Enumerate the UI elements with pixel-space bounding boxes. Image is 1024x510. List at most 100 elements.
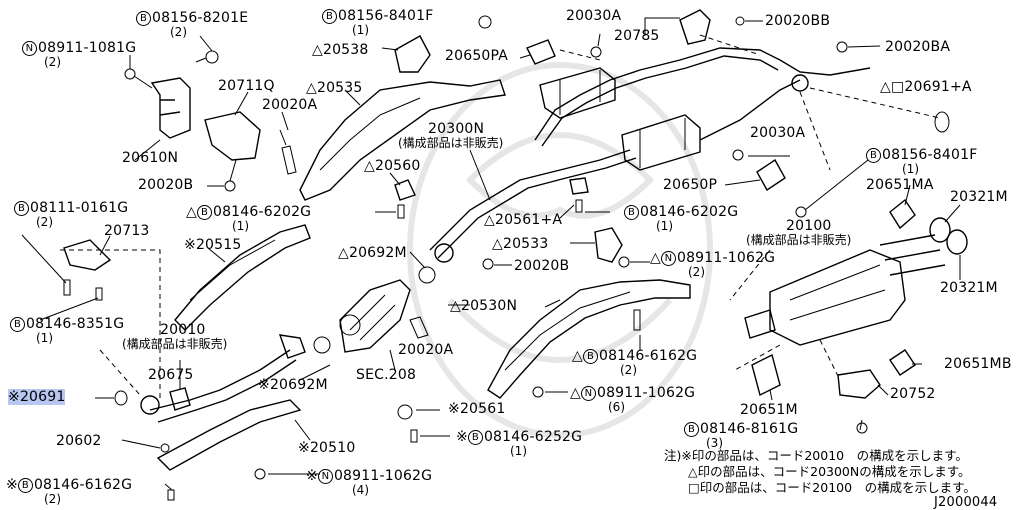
label-08146-6162g-mid-qty: (2) xyxy=(620,363,637,377)
diagram-code: J2000044 xyxy=(934,495,998,510)
label-08111-0161g-qty: (2) xyxy=(36,215,53,229)
label-20560: △20560 xyxy=(364,158,421,174)
heat-shield-20530n xyxy=(487,279,691,399)
label-20321m-top: 20321M xyxy=(950,189,1008,205)
label-20651ma: 20651MA xyxy=(866,177,934,193)
label-20535: △20535 xyxy=(306,80,363,96)
label-08156-8401f-top-qty: (1) xyxy=(352,23,369,37)
legend-note-3: □印の部品は、コード20100 の構成を示します。 xyxy=(688,480,976,495)
label-20650pa: 20650PA xyxy=(445,48,509,64)
label-20020a-top: 20020A xyxy=(262,97,318,113)
label-08146-8161g-qty: (3) xyxy=(706,436,723,450)
nut-08911-1062g-2 xyxy=(618,256,630,268)
label-20711q: 20711Q xyxy=(218,78,275,94)
label-20020b-left: 20020B xyxy=(138,177,194,193)
label-20713: 20713 xyxy=(104,223,150,239)
label-20538: △20538 xyxy=(312,42,369,58)
gasket-20691 xyxy=(114,390,128,406)
bracket-20538 xyxy=(394,35,431,73)
hanger-20651ma xyxy=(889,198,916,230)
label-20650p: 20650P xyxy=(663,177,718,193)
nut-20020ba xyxy=(836,41,848,53)
insulator-20711q xyxy=(204,111,261,192)
legend-note-2: △印の部品は、コード20300Nの構成を示します。 xyxy=(688,464,971,479)
nut-20020b-center xyxy=(482,258,494,270)
bolt-08146-6252g xyxy=(410,429,418,443)
catalyst-sec208 xyxy=(339,279,411,353)
bracket-20533 xyxy=(594,227,623,263)
rear-muffler-20100 xyxy=(744,217,968,346)
label-08156-8201e-qty: (2) xyxy=(170,25,187,39)
label-20020bb: 20020BB xyxy=(765,13,831,29)
heat-shield-20535 xyxy=(299,79,506,201)
label-20020ba: 20020BA xyxy=(885,39,951,55)
flange-center xyxy=(434,243,454,263)
heat-shield-20515 xyxy=(174,224,311,331)
label-20030a-mid: 20030A xyxy=(750,125,806,141)
center-pipe-20300n xyxy=(429,47,781,259)
label-20010-note: (構成部品は非販売) xyxy=(122,337,228,351)
legend-note-1: 注)※印の部品は、コード20010 の構成を示します。 xyxy=(664,448,968,463)
label-20691a: △□20691+A xyxy=(880,79,972,95)
label-20692m-center: △20692M xyxy=(338,245,407,261)
bolt-20030a-mid xyxy=(732,149,744,161)
label-20533: △20533 xyxy=(492,236,549,252)
bolt-08156-8401f-rear xyxy=(795,206,807,218)
label-20030a-top: 20030A xyxy=(566,8,622,24)
bolt-08146-6162g-front xyxy=(167,489,175,501)
bracket-20610n xyxy=(124,35,219,139)
rear-pipe-lower xyxy=(699,79,801,141)
label-20610n: 20610N xyxy=(122,150,179,166)
callout-dash-20691a xyxy=(799,87,941,171)
bolt-08146-6162g-mid xyxy=(633,309,641,331)
label-20651m: 20651M xyxy=(740,402,798,418)
gasket-20692m-front xyxy=(313,336,331,354)
bolt-08146-8161g xyxy=(856,422,868,434)
label-20675: 20675 xyxy=(148,367,194,383)
hanger-20650p xyxy=(756,158,786,192)
label-20691: ※20691 xyxy=(8,389,66,405)
nut-08911-1062g-6 xyxy=(532,386,544,398)
stud-20020a-center xyxy=(409,316,429,339)
hanger-20650pa xyxy=(526,39,556,65)
label-08911-1062g-six-qty: (6) xyxy=(608,400,625,414)
label-08146-6162g-front-qty: (2) xyxy=(44,492,61,506)
gasket-20692m xyxy=(418,266,436,284)
hanger-20785 xyxy=(679,9,711,45)
label-20300n-note: (構成部品は非販売) xyxy=(398,136,504,150)
label-20515: ※20515 xyxy=(184,237,242,253)
label-20530n: △20530N xyxy=(450,298,518,314)
bolt-08156-8401f xyxy=(478,15,492,29)
clamp-20561a xyxy=(569,177,589,195)
callout-dash-20713 xyxy=(60,249,161,400)
bolt-20030a-top xyxy=(590,46,602,58)
label-20602: 20602 xyxy=(56,433,102,449)
bolt-08146-6202g xyxy=(397,199,583,219)
label-20300n: 20300N xyxy=(428,121,485,137)
bolt-08146-8351g xyxy=(95,287,103,301)
clamp-20560 xyxy=(394,179,416,201)
label-20020b-center: 20020B xyxy=(514,258,570,274)
muffler-lower xyxy=(621,114,701,171)
gasket-20691a xyxy=(934,111,950,133)
label-20752: 20752 xyxy=(890,386,936,402)
callout-dash-top xyxy=(559,34,761,61)
muffler-upper xyxy=(539,67,616,119)
label-sec208: SEC.208 xyxy=(356,367,417,383)
